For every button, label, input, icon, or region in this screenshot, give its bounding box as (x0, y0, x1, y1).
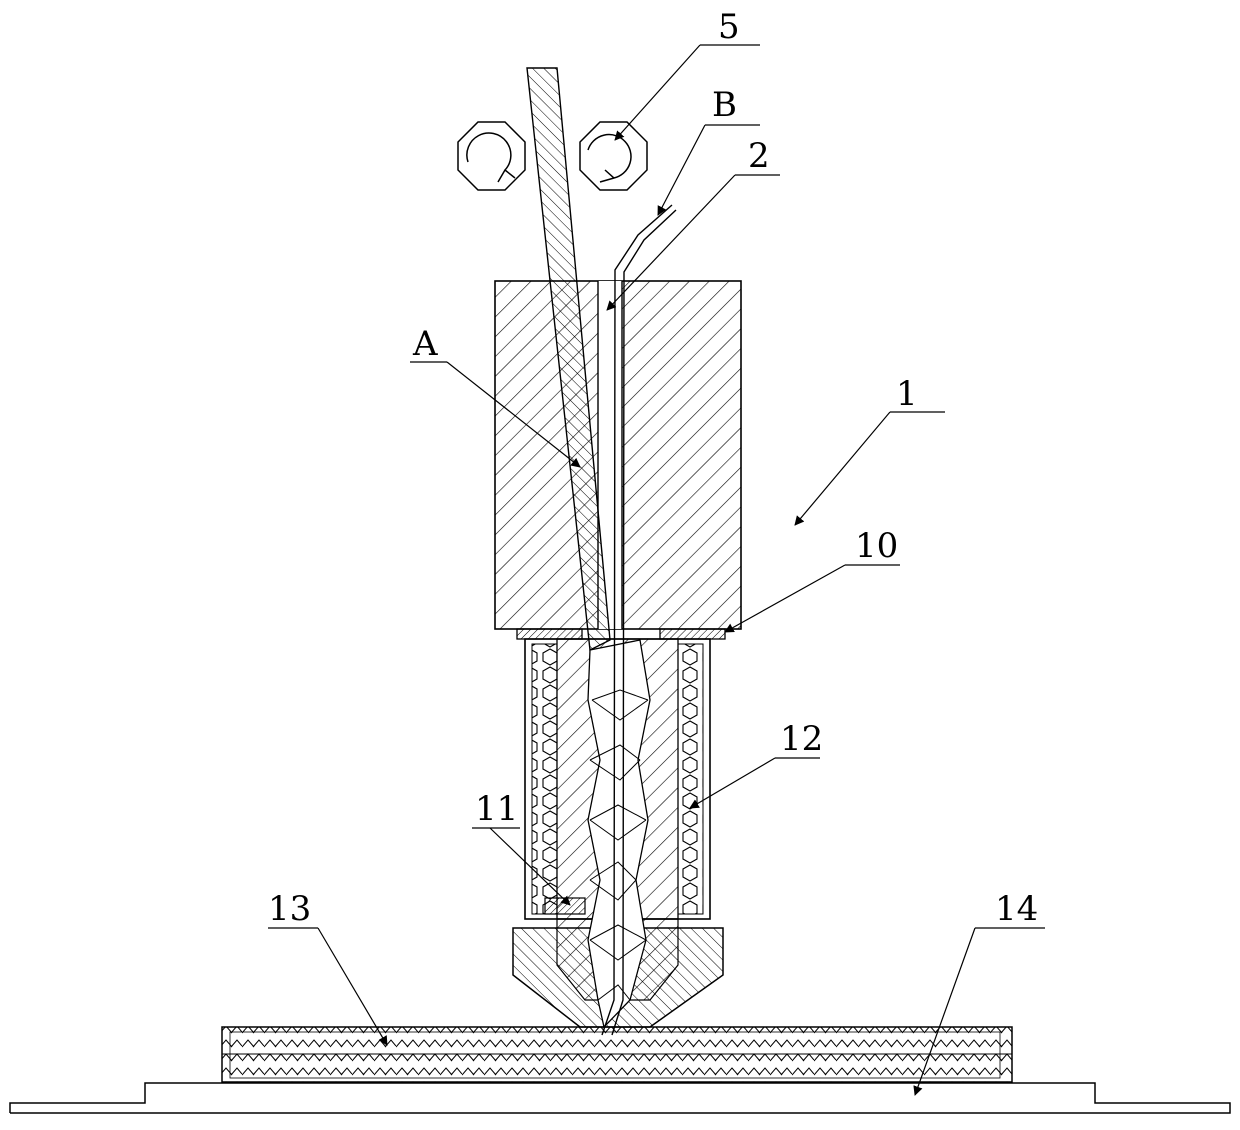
melt-channel (587, 639, 651, 1029)
label-13: 13 (268, 889, 311, 929)
label-11: 11 (475, 789, 518, 829)
label-a: A (412, 324, 438, 364)
insulation-plate (516, 628, 726, 640)
filament-a (526, 67, 611, 652)
label-5: 5 (718, 7, 740, 47)
label-2: 2 (748, 136, 770, 176)
build-platform (9, 1082, 1231, 1114)
part-labels: 5 B 2 A 1 10 12 11 13 14 (268, 7, 1038, 929)
fiber-guide (601, 204, 677, 1036)
label-10: 10 (855, 526, 898, 566)
printed-part (221, 1026, 1013, 1083)
cooling-block (494, 280, 742, 630)
label-12: 12 (780, 719, 823, 759)
label-b: B (712, 85, 737, 125)
drive-rollers (457, 121, 648, 191)
label-14: 14 (995, 889, 1038, 929)
leader-lines (268, 44, 1045, 1096)
label-1: 1 (896, 374, 918, 414)
